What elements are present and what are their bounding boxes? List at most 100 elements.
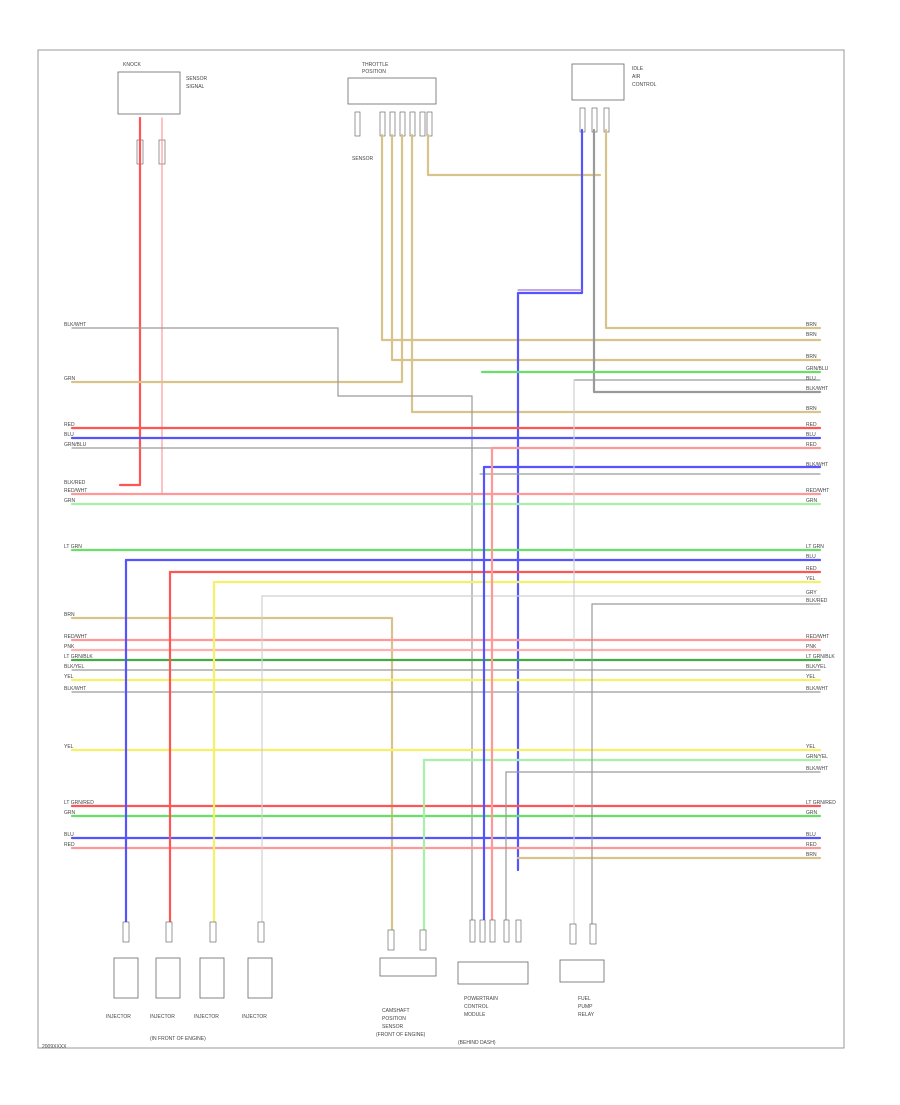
pcm-component: POWERTRAIN CONTROL MODULE (BEHIND DASH) <box>457 961 529 1046</box>
pcm-label-3: MODULE <box>464 1012 486 1018</box>
right-label-15: RED <box>806 566 817 572</box>
left-label-7: GRN <box>64 498 76 504</box>
left-label-20: RED <box>64 842 75 848</box>
left-label-2: RED <box>64 422 75 428</box>
right-label-17: GRY <box>806 590 817 596</box>
injector-1 <box>113 957 139 999</box>
right-label-21: LT GRN/BLK <box>806 654 835 660</box>
idle-air-control-component: IDLE AIR CONTROL <box>571 63 657 101</box>
right-label-4: BLU <box>806 376 816 382</box>
left-label-19: BLU <box>64 832 74 838</box>
tps-label-3: SENSOR <box>352 156 374 162</box>
right-label-23: YEL <box>806 674 816 680</box>
knock-sensor-component: KNOCK SENSOR SIGNAL <box>117 62 208 115</box>
wire-red-vertical <box>118 116 142 487</box>
footer-code: 2009XXXX <box>42 1044 67 1050</box>
left-label-14: YEL <box>64 674 74 680</box>
left-label-12: LT GRN/BLK <box>64 654 93 660</box>
right-label-8: BLU <box>806 432 816 438</box>
left-label-4: GRN/BLU <box>64 442 87 448</box>
wire-group <box>70 116 822 932</box>
iac-label-1: IDLE <box>632 66 644 72</box>
left-label-3: BLU <box>64 432 74 438</box>
pcm-label-4: (BEHIND DASH) <box>458 1040 496 1046</box>
wire-tan-3 <box>70 133 404 384</box>
injector-3 <box>199 957 225 999</box>
right-label-27: BLK/WHT <box>806 766 828 772</box>
wire-tan-1 <box>380 133 822 342</box>
bottom-connector-pins <box>122 919 597 951</box>
iac-label-3: CONTROL <box>632 82 657 88</box>
right-label-14: BLU <box>806 554 816 560</box>
pcm-label-2: CONTROL <box>464 1004 489 1010</box>
wire-gray-iac <box>592 128 822 394</box>
diagram-frame <box>37 49 845 1049</box>
right-label-3: GRN/BLU <box>806 366 829 372</box>
knock-sensor-label-2: SENSOR <box>186 76 208 82</box>
left-label-10: RED/WHT <box>64 634 87 640</box>
right-label-24: BLK/WHT <box>806 686 828 692</box>
injector-1-label: INJECTOR <box>106 1014 131 1020</box>
left-label-15: BLK/WHT <box>64 686 86 692</box>
right-label-13: LT GRN <box>806 544 824 550</box>
left-label-17: LT GRN/RED <box>64 800 94 806</box>
tps-label-2: POSITION <box>362 69 386 75</box>
injector-3-label: INJECTOR <box>194 1014 219 1020</box>
right-label-7: RED <box>806 422 817 428</box>
left-label-11: PNK <box>64 644 75 650</box>
right-label-5: BLK/WHT <box>806 386 828 392</box>
cam-sensor-label-4: (FRONT OF ENGINE) <box>376 1032 426 1038</box>
left-label-13: BLK/YEL <box>64 664 85 670</box>
injector-2-label: INJECTOR <box>150 1014 175 1020</box>
left-wire-labels: BLK/WHT GRN RED BLU GRN/BLU BLK/RED RED/WHT GRN… <box>64 322 94 848</box>
camshaft-sensor-component: CAMSHAFT POSITION SENSOR (FRONT OF ENGIN… <box>376 957 437 1038</box>
wire-tan-5 <box>426 133 602 177</box>
cam-sensor-label-3: SENSOR <box>382 1024 404 1030</box>
knock-sensor-label-3: SIGNAL <box>186 84 205 90</box>
right-label-32: BRN <box>806 852 817 858</box>
cam-sensor-label-2: POSITION <box>382 1016 406 1022</box>
iac-label-2: AIR <box>632 74 641 80</box>
relay-label-2: PUMP <box>578 1004 593 1010</box>
knock-sensor-label-1: KNOCK <box>123 62 141 68</box>
left-label-16: YEL <box>64 744 74 750</box>
injector-caption: (IN FRONT OF ENGINE) <box>150 1036 206 1042</box>
right-label-9: RED <box>806 442 817 448</box>
left-label-18: GRN <box>64 810 76 816</box>
tps-label-1: THROTTLE <box>362 62 389 68</box>
right-label-22: BLK/YEL <box>806 664 827 670</box>
right-label-6: BRN <box>806 406 817 412</box>
injector-2 <box>155 957 181 999</box>
left-label-6: RED/WHT <box>64 488 87 494</box>
right-label-0: BRN <box>806 322 817 328</box>
wire-gray-top <box>71 327 473 921</box>
right-label-29: GRN <box>806 810 818 816</box>
wire-tan-2 <box>390 133 822 362</box>
wire-tan-h1 <box>70 616 394 932</box>
right-label-2: BRN <box>806 354 817 360</box>
injector-group: INJECTOR INJECTOR INJECTOR INJECTOR (IN … <box>106 957 273 1042</box>
right-label-26: GRN/YEL <box>806 754 828 760</box>
throttle-position-sensor-component: THROTTLE POSITION SENSOR <box>347 62 437 162</box>
pcm-label-1: POWERTRAIN <box>464 996 498 1002</box>
left-label-0: BLK/WHT <box>64 322 86 328</box>
right-label-1: BRN <box>806 332 817 338</box>
left-label-1: GRN <box>64 376 76 382</box>
wire-tan-4 <box>410 133 822 414</box>
fuel-pump-relay-component: FUEL PUMP RELAY <box>559 959 605 1018</box>
left-label-8: LT GRN <box>64 544 82 550</box>
right-label-28: LT GRN/RED <box>806 800 836 806</box>
wire-tan-iac <box>604 128 822 330</box>
left-label-9: BRN <box>64 612 75 618</box>
right-label-25: YEL <box>806 744 816 750</box>
right-label-31: RED <box>806 842 817 848</box>
left-label-5: BLK/RED <box>64 480 86 486</box>
injector-4-label: INJECTOR <box>242 1014 267 1020</box>
injector-4 <box>247 957 273 999</box>
right-wire-labels: BRN BRN BRN GRN/BLU BLU BLK/WHT BRN RED BLU RED BL… <box>806 322 836 858</box>
right-label-30: BLU <box>806 832 816 838</box>
right-label-20: PNK <box>806 644 817 650</box>
right-label-12: GRN <box>806 498 818 504</box>
